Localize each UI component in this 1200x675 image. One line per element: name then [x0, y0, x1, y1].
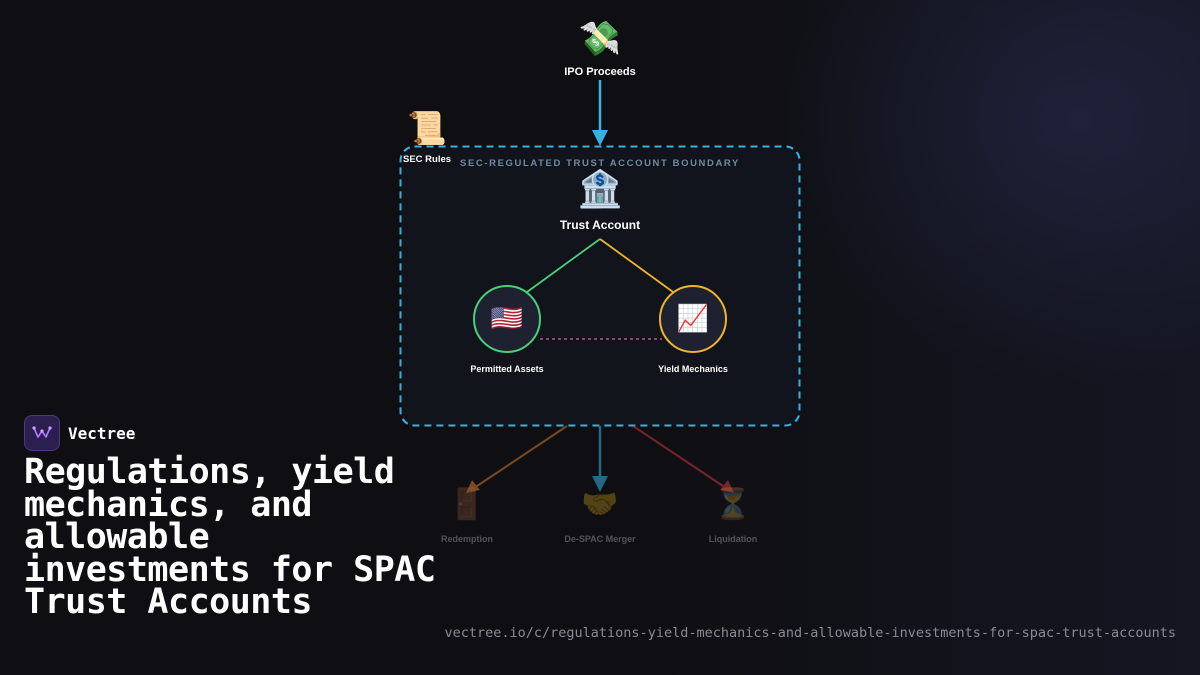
ipo-proceeds-label: IPO Proceeds	[564, 66, 636, 78]
trust-boundary	[399, 145, 801, 427]
to-merger-arrowhead	[592, 476, 608, 492]
hourglass-icon: ⏳	[714, 487, 752, 522]
page-url[interactable]: vectree.io/c/regulations-yield-mechanics…	[444, 625, 1177, 641]
liquidation-label: Liquidation	[708, 534, 758, 544]
page-title: Regulations, yield mechanics, and allowa…	[24, 452, 436, 622]
money-with-wings-icon: 💸	[578, 19, 622, 59]
sec-rules-label: SEC Rules	[402, 154, 452, 165]
to-redemption-arrow	[473, 425, 568, 489]
us-flag-icon: 🇺🇸	[490, 304, 524, 334]
yield-mechanics-label: Yield Mechanics	[658, 364, 728, 374]
chart-increasing-icon: 📈	[676, 304, 710, 334]
to-liquidation-arrowhead	[720, 480, 734, 493]
redemption-label: Redemption	[440, 534, 494, 544]
door-icon: 🚪	[448, 487, 486, 522]
trust-account-label: Trust Account	[559, 218, 641, 232]
brand: Vectree	[24, 415, 135, 451]
handshake-icon: 🤝	[581, 487, 619, 522]
trust-boundary-label: SEC-REGULATED TRUST ACCOUNT BOUNDARY	[460, 158, 740, 169]
trust-to-assets-line	[526, 238, 601, 293]
bank-icon: 🏦	[577, 169, 623, 210]
trust-to-yield-line	[599, 238, 674, 293]
to-redemption-arrowhead	[466, 480, 480, 493]
to-liquidation-arrow	[632, 425, 727, 489]
permitted-assets-node: 🇺🇸	[473, 285, 541, 353]
vectree-logo-icon	[24, 415, 60, 451]
permitted-assets-label: Permitted Assets	[470, 364, 544, 374]
yield-mechanics-node: 📈	[659, 285, 727, 353]
scroll-icon: 📜	[407, 109, 447, 147]
de-spac-merger-label: De-SPAC Merger	[564, 534, 636, 544]
ipo-to-trust-arrowhead	[592, 130, 608, 146]
brand-name: Vectree	[68, 423, 136, 443]
